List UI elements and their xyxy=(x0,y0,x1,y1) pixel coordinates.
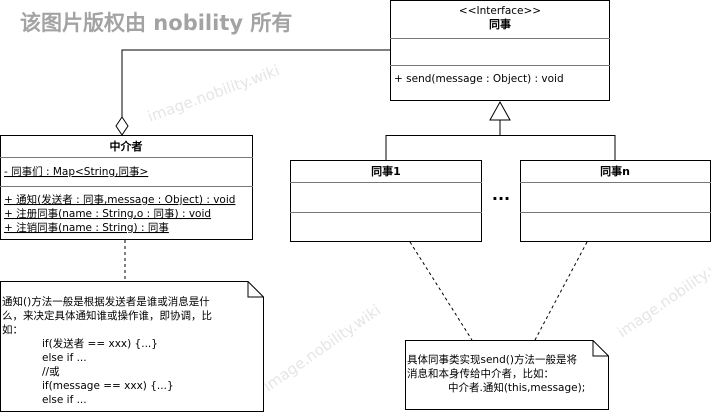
note-line: 具体同事类实现send()方法一般是将 xyxy=(407,353,577,366)
colleagueN-name: 同事n xyxy=(600,164,630,178)
mediator-name: 中介者 xyxy=(110,139,143,153)
colleague1-class[interactable]: 同事1 xyxy=(290,160,482,242)
mediator-attribute: - 同事们 : Map<String,同事> xyxy=(4,165,148,178)
interface-stereotype: <<Interface>> xyxy=(459,5,541,17)
note-line: if(message == xxx) {...} xyxy=(42,380,174,392)
note-line: //或 xyxy=(42,366,60,378)
diagonal-watermark-text: image.nobility.wiki xyxy=(260,301,384,395)
note-line: 消息和本身传给中介者，比如： xyxy=(407,367,554,380)
note-line: else if ... xyxy=(42,352,87,364)
diagonal-watermark-text: image.nobility.wiki xyxy=(145,61,282,125)
colleagueN-class[interactable]: 同事n xyxy=(520,160,711,242)
mediator-method: + 注册同事(name : String,o : 同事) : void xyxy=(4,207,211,220)
aggregation-diamond xyxy=(115,116,129,136)
generalization-branch xyxy=(385,135,616,160)
mediator-class[interactable]: 中介者 - 同事们 : Map<String,同事> + 通知(发送者 : 同事… xyxy=(0,135,253,240)
interface-name: 同事 xyxy=(489,17,511,31)
aggregation-line xyxy=(121,49,390,118)
note-line: else if ... xyxy=(42,394,87,406)
note-line: if(发送者 == xxx) {...} xyxy=(42,337,158,350)
note-line: 中介者.通知(this,message); xyxy=(448,381,585,394)
note-line: 么，来决定具体通知谁或操作谁，即协调，比 xyxy=(2,309,212,322)
generalization-arrow xyxy=(489,100,511,121)
colleague1-name: 同事1 xyxy=(371,164,401,178)
copyright-watermark: 该图片版权由 nobility 所有 xyxy=(20,11,292,35)
note-colleague: 具体同事类实现send()方法一般是将 消息和本身传给中介者，比如： 中介者.通… xyxy=(405,340,609,410)
note-line: 通知()方法一般是根据发送者是谁或消息是什 xyxy=(2,295,210,308)
diagonal-watermark-text: image.nobility.wiki xyxy=(614,247,711,341)
note-mediator: 通知()方法一般是根据发送者是谁或消息是什 么，来决定具体通知谁或操作谁，即协调… xyxy=(0,281,264,412)
mediator-method: + 注销同事(name : String) : 同事 xyxy=(4,221,169,234)
mediator-method: + 通知(发送者 : 同事,message : Object) : void xyxy=(4,193,235,206)
note-line: 如： xyxy=(2,323,23,336)
interface-method: + send(message : Object) : void xyxy=(394,73,564,85)
note2-link xyxy=(409,241,473,341)
interface-class[interactable]: <<Interface>> 同事 + send(message : Object… xyxy=(390,0,610,101)
ellipsis: ··· xyxy=(492,189,510,208)
note2-link xyxy=(534,241,588,341)
